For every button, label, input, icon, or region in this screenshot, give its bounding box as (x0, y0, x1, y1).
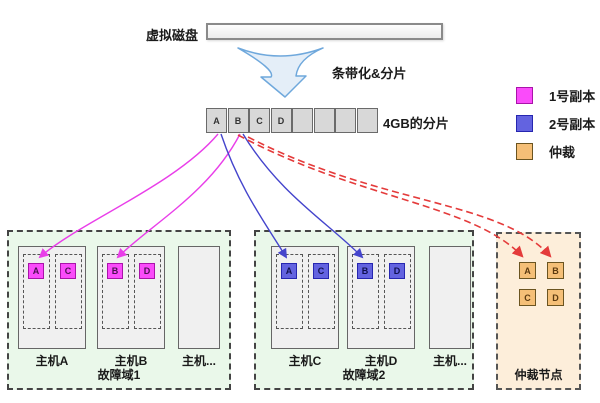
shard-size-label: 4GB的分片 (383, 116, 449, 131)
virtual-disk-bar (206, 23, 443, 40)
legend-label: 2号副本 (549, 117, 596, 132)
replica2-swatch-icon (516, 115, 533, 132)
shard-cell-c: C (249, 108, 270, 133)
shard-cell-empty (335, 108, 356, 133)
shard-cell-b: B (227, 108, 249, 133)
replica1-shard-b: B (107, 263, 123, 279)
host-d-label: 主机D (364, 354, 398, 368)
shard-cell-empty (356, 108, 378, 133)
fault-domain-2: A C B D 主机C 主机D 主机... 故障域2 (254, 230, 474, 390)
disk: B (352, 254, 379, 329)
legend-item-arbiter: 仲裁 (516, 142, 595, 161)
arbiter-shard-c: C (519, 289, 536, 306)
replica2-shard-d: D (389, 263, 405, 279)
shard-cell-empty (292, 108, 313, 133)
host-c-label: 主机C (288, 354, 322, 368)
virtual-disk-label: 虚拟磁盘 (146, 28, 199, 43)
arbiter-swatch-icon (516, 143, 533, 160)
striping-arrow-icon (237, 47, 324, 98)
legend-label: 仲裁 (549, 145, 576, 160)
disk: C (55, 254, 82, 329)
host-b-label: 主机B (114, 354, 148, 368)
arbiter-shard-b: B (547, 262, 564, 279)
disk: C (308, 254, 335, 329)
host-more (429, 246, 471, 349)
disk: D (134, 254, 161, 329)
host-c: A C (271, 246, 339, 349)
disk: A (276, 254, 303, 329)
arbiter-node-label: 仲裁节点 (514, 368, 563, 382)
striping-label: 条带化&分片 (332, 66, 407, 81)
replica2-shard-c: C (313, 263, 329, 279)
replica2-shard-a: A (281, 263, 297, 279)
fault-domain-1: A C B D 主机A 主机B 主机... 故障域1 (7, 230, 231, 390)
host-b: B D (97, 246, 165, 349)
legend: 1号副本 2号副本 仲裁 (516, 86, 595, 170)
replica1-swatch-icon (516, 87, 533, 104)
host-a: A C (18, 246, 86, 349)
shard-cell-a: A (206, 108, 227, 133)
arbiter-shard-d: D (547, 289, 564, 306)
shard-cell-empty (313, 108, 335, 133)
replica1-shard-a: A (28, 263, 44, 279)
shard-cell-d: D (270, 108, 292, 133)
replica1-shard-d: D (139, 263, 155, 279)
disk: D (384, 254, 411, 329)
shard-strip: A B C D (206, 108, 378, 133)
fault-domain-2-label: 故障域2 (342, 368, 386, 382)
legend-item-replica2: 2号副本 (516, 114, 595, 133)
arbiter-shard-a: A (519, 262, 536, 279)
host-more-label: 主机... (181, 354, 216, 368)
disk: A (23, 254, 50, 329)
disk: B (102, 254, 129, 329)
replica2-shard-b: B (357, 263, 373, 279)
legend-label: 1号副本 (549, 89, 596, 104)
fault-domain-1-label: 故障域1 (97, 368, 141, 382)
host-a-label: 主机A (35, 354, 69, 368)
host-more (178, 246, 220, 349)
host-d: B D (347, 246, 415, 349)
arbiter-node: A B C D 仲裁节点 (496, 232, 581, 390)
legend-item-replica1: 1号副本 (516, 86, 595, 105)
replica1-shard-c: C (60, 263, 76, 279)
host-more-label: 主机... (432, 354, 467, 368)
